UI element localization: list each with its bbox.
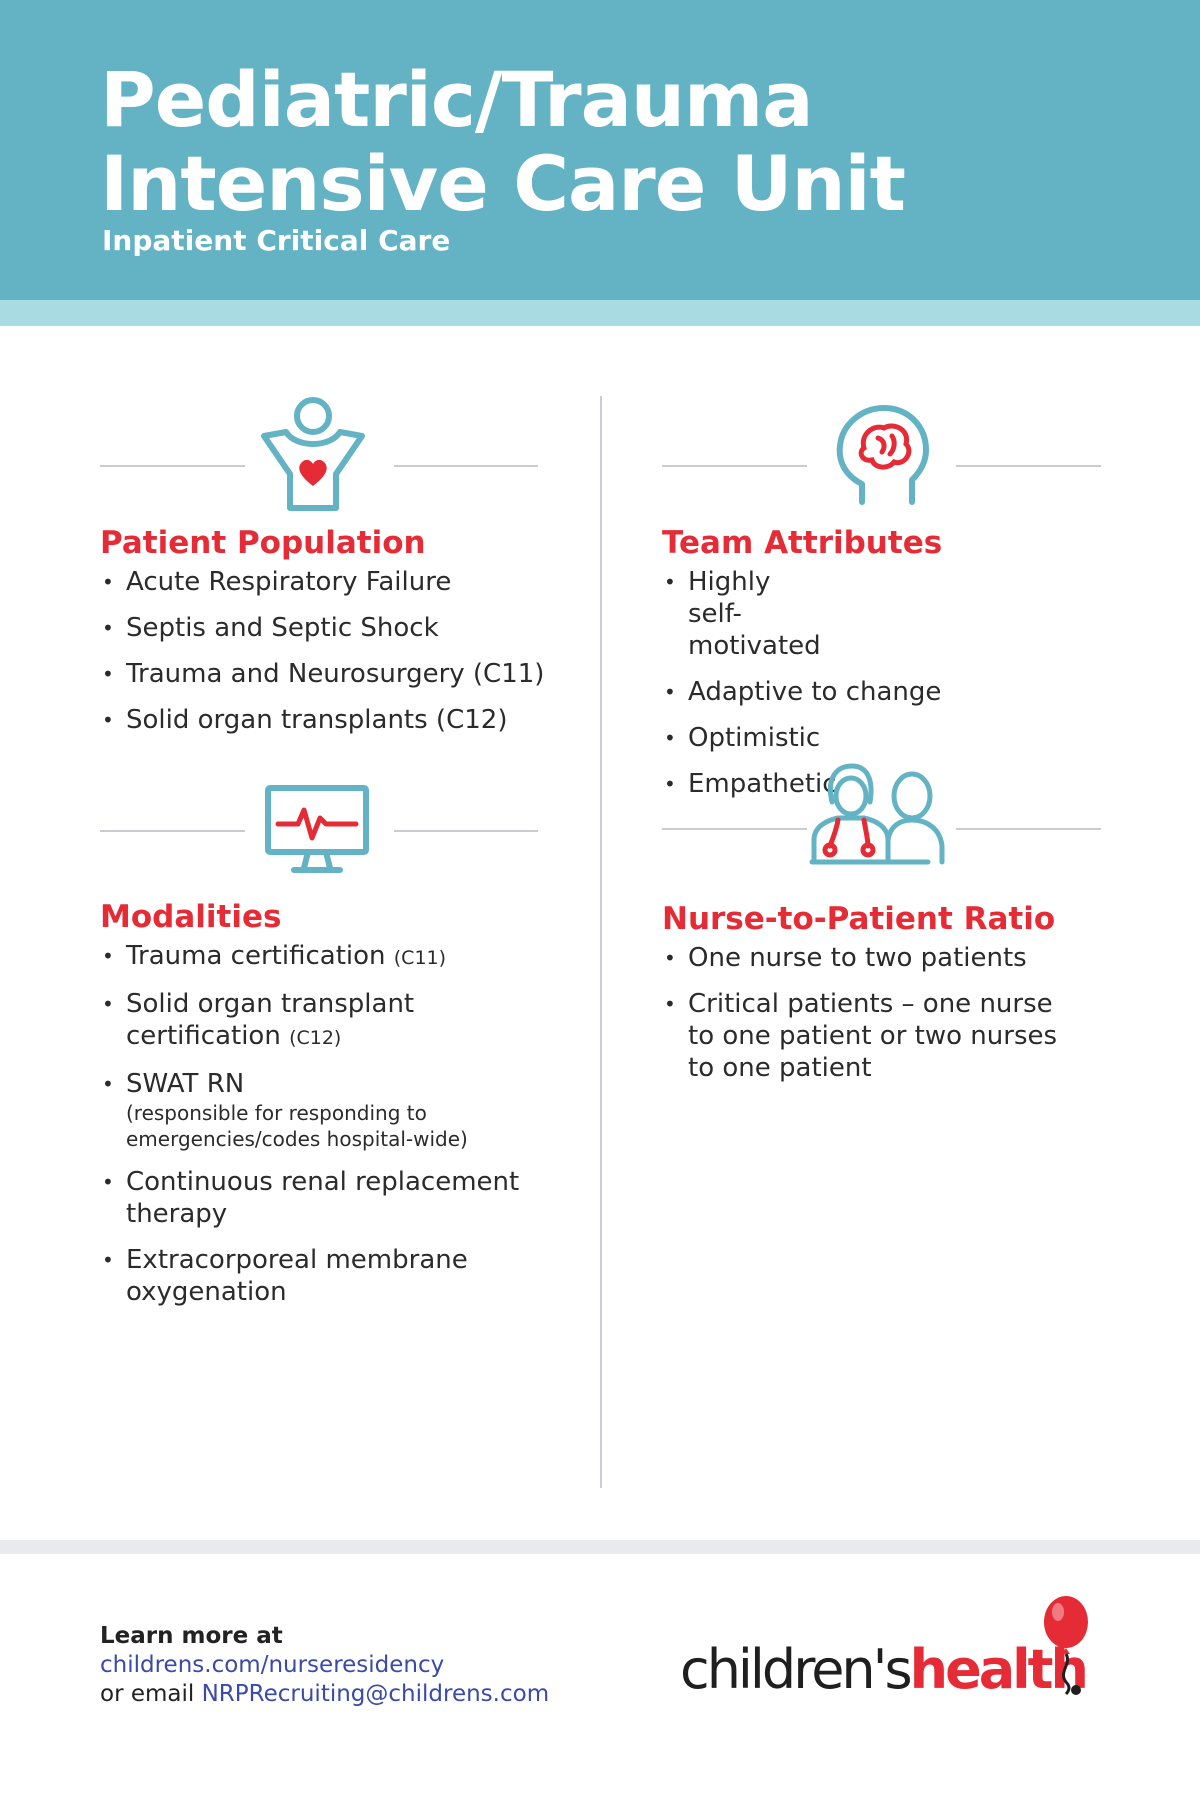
item-note: (responsible for responding to emergenci… (126, 1101, 468, 1151)
section-rule-left (662, 465, 807, 467)
header-stripe (0, 300, 1200, 326)
list-item: Optimistic (662, 722, 822, 754)
brain-head-icon (836, 405, 929, 505)
list-item: Critical patients – one nurse to one pat… (662, 988, 1082, 1084)
item-main: Continuous renal replacement therapy (126, 1167, 520, 1229)
section-heading: Nurse-to-Patient Ratio (662, 901, 1056, 937)
title-line-2: Intensive Care Unit (100, 139, 906, 228)
logo-part-1: children's (680, 1638, 913, 1701)
team-attributes-list: Highly self-motivated Adaptive to change… (662, 566, 941, 814)
title-line-1: Pediatric/Trauma (100, 55, 813, 144)
header-banner: Pediatric/Trauma Intensive Care Unit Inp… (0, 0, 1200, 300)
item-main: Trauma certification (126, 941, 386, 971)
section-heading: Patient Population (100, 525, 426, 561)
balloon-icon (1044, 1596, 1088, 1696)
item-main: Solid organ transplant certification (126, 989, 415, 1051)
modalities-list: Trauma certification (C11) Solid organ t… (100, 940, 550, 1322)
email-prefix: or email (100, 1681, 195, 1707)
patient-population-list: Acute Respiratory Failure Septis and Sep… (100, 566, 570, 750)
section-rule-right (956, 465, 1101, 467)
childrens-health-logo: children'shealth (680, 1594, 1100, 1706)
section-rule-left (100, 830, 245, 832)
list-item: Highly self-motivated (662, 566, 822, 662)
list-item: Adaptive to change (662, 676, 941, 708)
item-note: (C12) (289, 1027, 342, 1049)
nurse-patient-icon (809, 763, 945, 865)
email-link[interactable]: NRPRecruiting@childrens.com (201, 1681, 550, 1707)
list-item: Trauma and Neurosurgery (C11) (100, 658, 570, 690)
section-rule-left (100, 465, 245, 467)
section-heading: Modalities (100, 899, 282, 935)
list-item: One nurse to two patients (662, 942, 1082, 974)
list-item: Continuous renal replacement therapy (100, 1166, 550, 1230)
footer-contact: Learn more at childrens.com/nurseresiden… (100, 1622, 549, 1709)
footer-lead: Learn more at (100, 1623, 283, 1649)
section-rule-right (956, 828, 1101, 830)
logo-wordmark: children'shealth (680, 1638, 1089, 1702)
list-item: Solid organ transplants (C12) (100, 704, 570, 736)
residency-link[interactable]: childrens.com/nurseresidency (100, 1652, 445, 1678)
logo-part-2: health (909, 1638, 1089, 1701)
item-note: (C11) (393, 947, 447, 969)
column-divider (600, 396, 602, 1488)
child-heart-icon (261, 397, 365, 511)
list-item: Solid organ transplant certification (C1… (100, 988, 440, 1054)
list-item: SWAT RN (responsible for responding to e… (100, 1068, 520, 1152)
list-item: Trauma certification (C11) (100, 940, 550, 974)
list-item: Acute Respiratory Failure (100, 566, 570, 598)
list-item: Empathetic (662, 768, 837, 800)
list-item: Extracorporeal membrane oxygenation (100, 1244, 500, 1308)
item-main: Extracorporeal membrane oxygenation (126, 1245, 468, 1307)
heart-monitor-icon (265, 785, 369, 873)
item-main: SWAT RN (126, 1069, 245, 1099)
page-title: Pediatric/Trauma Intensive Care Unit (100, 55, 906, 228)
page-subtitle: Inpatient Critical Care (102, 224, 451, 257)
ratio-list: One nurse to two patients Critical patie… (662, 942, 1082, 1098)
section-rule-right (394, 830, 538, 832)
footer-band (0, 1540, 1200, 1554)
section-heading: Team Attributes (662, 525, 943, 561)
section-rule-right (394, 465, 538, 467)
list-item: Septis and Septic Shock (100, 612, 570, 644)
section-rule-left (662, 828, 807, 830)
